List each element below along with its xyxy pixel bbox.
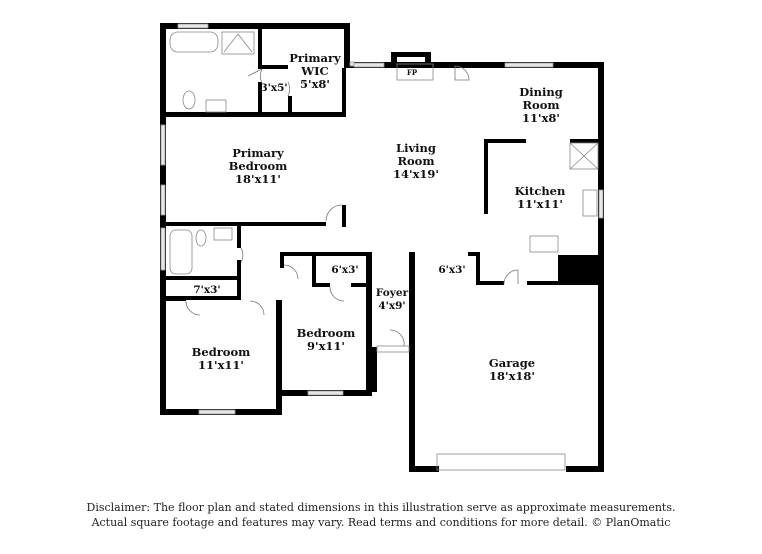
room-dimensions: 5'x8' bbox=[300, 77, 330, 91]
disclaimer-line-1: Disclaimer: The floor plan and stated di… bbox=[86, 501, 676, 514]
room-label-closet-7x3: 7'x3' bbox=[193, 284, 220, 297]
room-label-foyer: Foyer 4'x9' bbox=[376, 287, 408, 313]
room-label-laundry: 6'x3' bbox=[438, 264, 465, 277]
room-name-line1: Living bbox=[396, 141, 436, 155]
room-label-bedroom-2: Bedroom 9'x11' bbox=[297, 327, 356, 353]
room-label-bath-closet: 3'x5' bbox=[260, 82, 287, 95]
room-name-line2: WIC bbox=[301, 64, 329, 78]
disclaimer-line-2: Actual square footage and features may v… bbox=[91, 516, 671, 529]
walls bbox=[160, 23, 604, 472]
fireplace-label: FP bbox=[406, 68, 418, 77]
fixtures bbox=[169, 31, 599, 471]
room-label-kitchen: Kitchen 11'x11' bbox=[515, 185, 566, 211]
room-label-dining-room: Dining Room 11'x8' bbox=[519, 86, 562, 125]
room-dimensions: 11'x11' bbox=[517, 197, 563, 211]
room-dimensions: 18'x18' bbox=[489, 369, 535, 383]
room-dimensions: 11'x11' bbox=[198, 358, 244, 372]
room-name-line2: Room bbox=[397, 154, 435, 168]
room-name-line2: Room bbox=[522, 98, 560, 112]
disclaimer: Disclaimer: The floor plan and stated di… bbox=[0, 500, 762, 530]
room-dimensions: 11'x8' bbox=[522, 111, 560, 125]
room-dimensions: 18'x11' bbox=[235, 172, 281, 186]
room-dimensions: 4'x9' bbox=[378, 300, 406, 312]
room-label-closet-6x3: 6'x3' bbox=[331, 264, 358, 277]
room-name-line2: Bedroom bbox=[228, 159, 288, 173]
room-name: Bedroom bbox=[191, 345, 251, 359]
room-dimensions: 7'x3' bbox=[193, 284, 221, 296]
room-label-bedroom-3: Bedroom 11'x11' bbox=[192, 346, 251, 372]
room-name: Bedroom bbox=[296, 326, 356, 340]
room-name-line1: Dining bbox=[519, 85, 563, 99]
room-name: Kitchen bbox=[514, 184, 566, 198]
room-label-garage: Garage 18'x18' bbox=[489, 357, 535, 383]
room-label-primary-bedroom: Primary Bedroom 18'x11' bbox=[229, 147, 288, 186]
windows bbox=[160, 23, 604, 415]
room-dimensions: 6'x3' bbox=[438, 264, 466, 276]
room-name-line1: Primary bbox=[289, 51, 341, 65]
room-dimensions: 6'x3' bbox=[331, 264, 359, 276]
doors bbox=[185, 65, 519, 347]
room-label-primary-wic: Primary WIC 5'x8' bbox=[289, 52, 340, 91]
room-dimensions: 3'x5' bbox=[260, 82, 288, 94]
room-dimensions: 9'x11' bbox=[307, 339, 345, 353]
room-name: Garage bbox=[488, 356, 536, 370]
room-name-line1: Primary bbox=[232, 146, 284, 160]
room-dimensions: 14'x19' bbox=[393, 167, 439, 181]
room-label-living-room: Living Room 14'x19' bbox=[393, 142, 439, 181]
room-name: Foyer bbox=[375, 287, 409, 299]
